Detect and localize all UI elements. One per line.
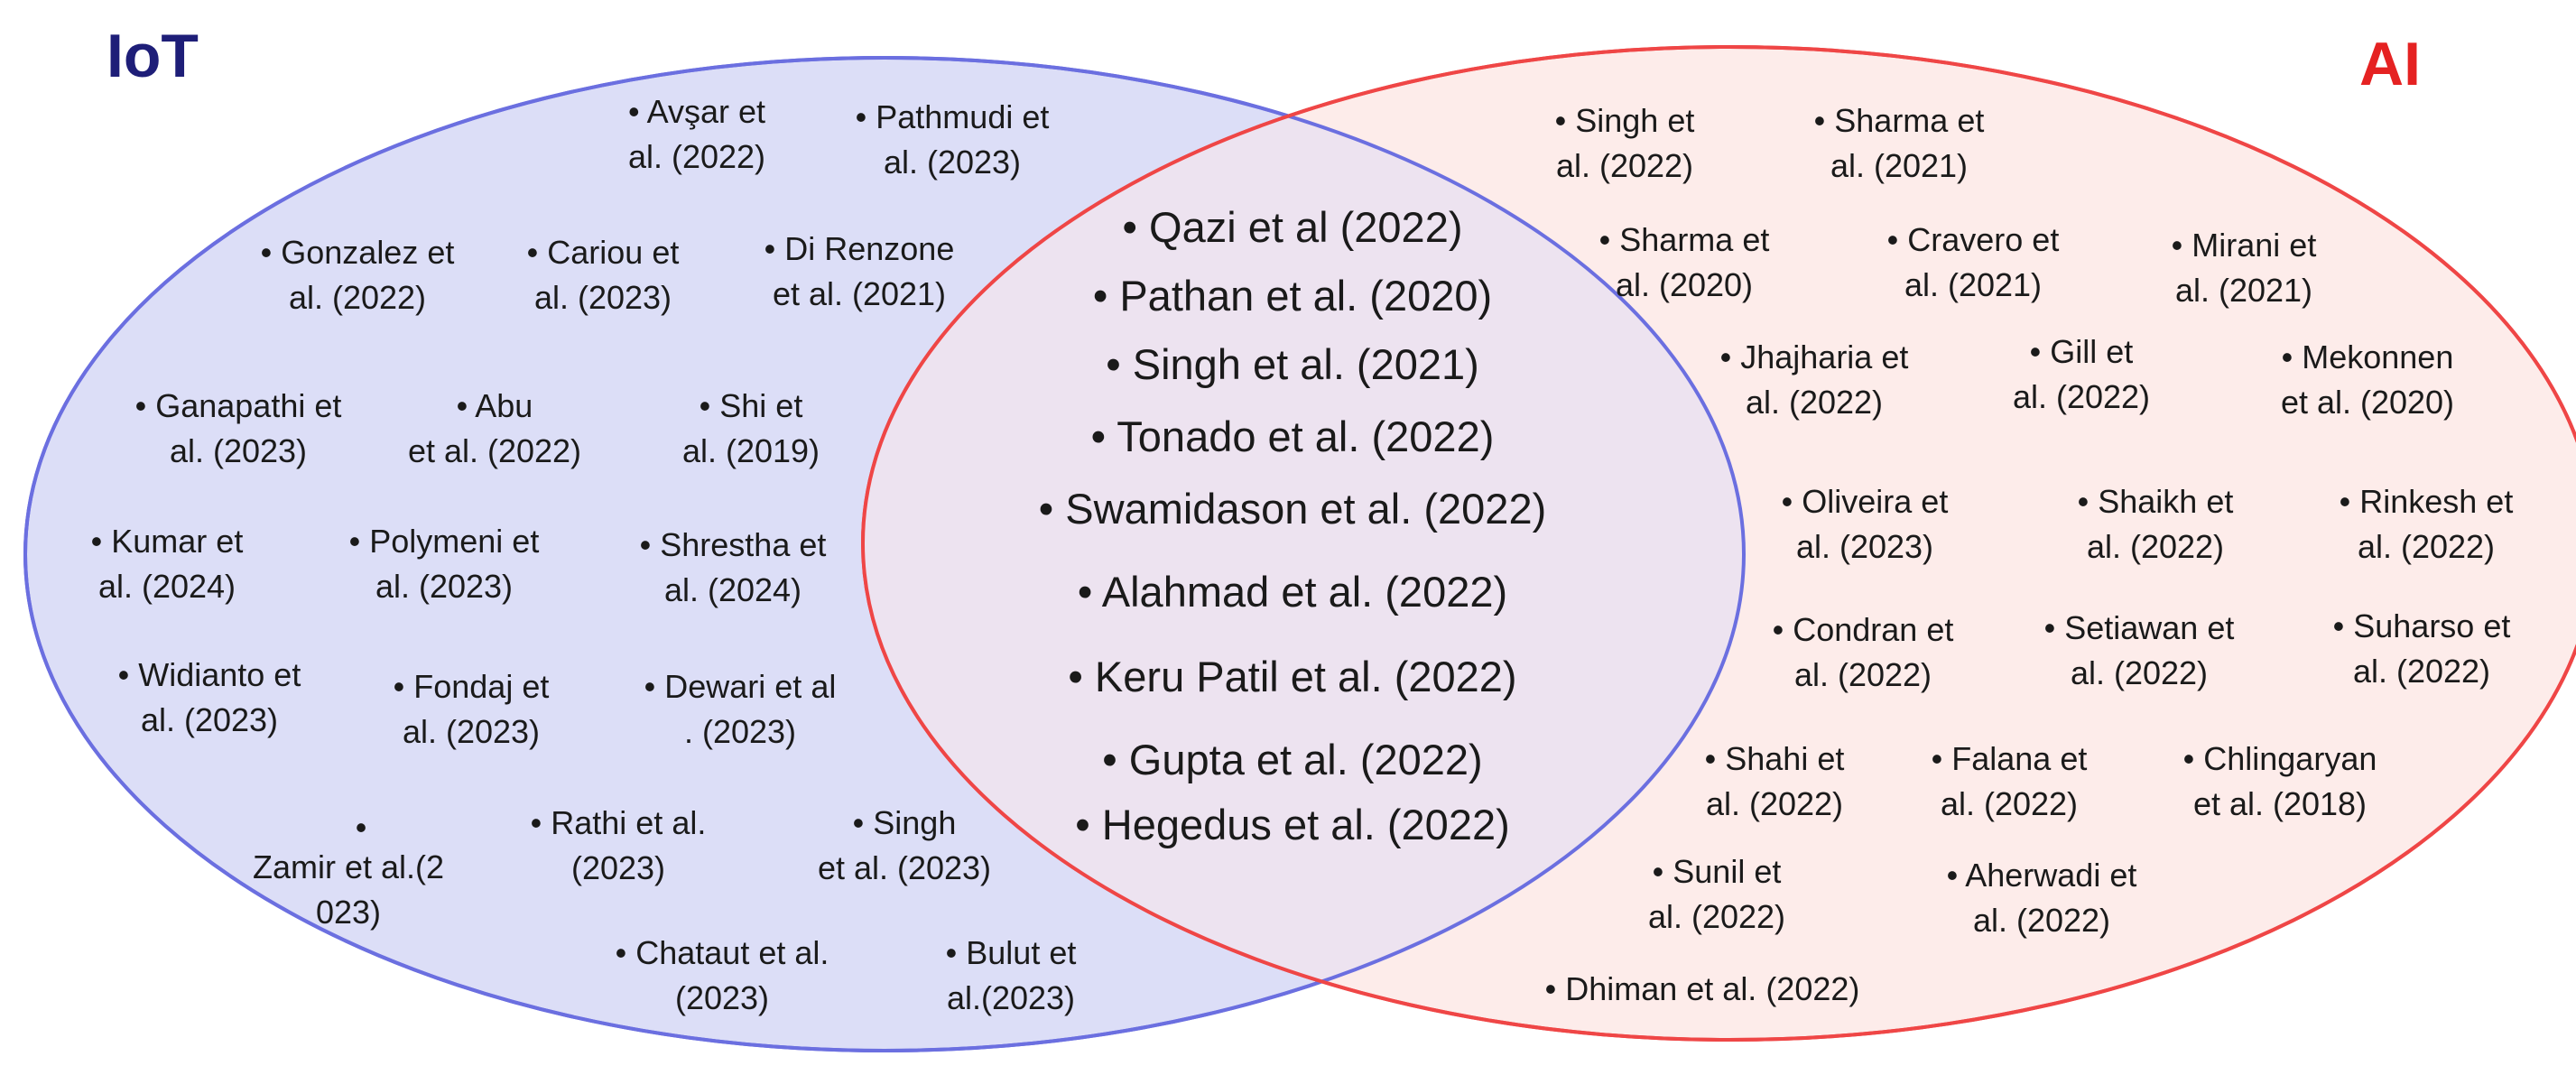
both-ref: • Swamidason et al. (2022) <box>1039 485 1546 533</box>
iot-ref: • Dewari et al. (2023) <box>644 668 837 750</box>
both-ref: • Hegedus et al. (2022) <box>1075 801 1510 848</box>
both-ref: • Tonado et al. (2022) <box>1091 412 1495 460</box>
ai-set-title: AI <box>2359 30 2421 98</box>
iot-set-outline <box>23 56 1746 1052</box>
iot-ref: • Rathi et al.(2023) <box>531 804 707 886</box>
intersection-references: • Qazi et al (2022) • Pathan et al. (202… <box>1039 203 1546 848</box>
ai-ref: • Dhiman et al. (2022) <box>1545 970 1860 1007</box>
iot-ref: • Chataut et al.(2023) <box>616 934 829 1016</box>
both-ref: • Singh et al. (2021) <box>1106 340 1479 388</box>
both-ref: • Gupta et al. (2022) <box>1102 736 1482 783</box>
both-ref: • Qazi et al (2022) <box>1123 203 1463 251</box>
both-ref: • Keru Patil et al. (2022) <box>1068 653 1516 700</box>
both-ref: • Pathan et al. (2020) <box>1093 272 1492 320</box>
both-ref: • Alahmad et al. (2022) <box>1078 568 1507 616</box>
intersection-region <box>863 58 1744 1040</box>
ai-set-outline <box>861 45 2576 1042</box>
iot-set-title: IoT <box>107 22 199 90</box>
